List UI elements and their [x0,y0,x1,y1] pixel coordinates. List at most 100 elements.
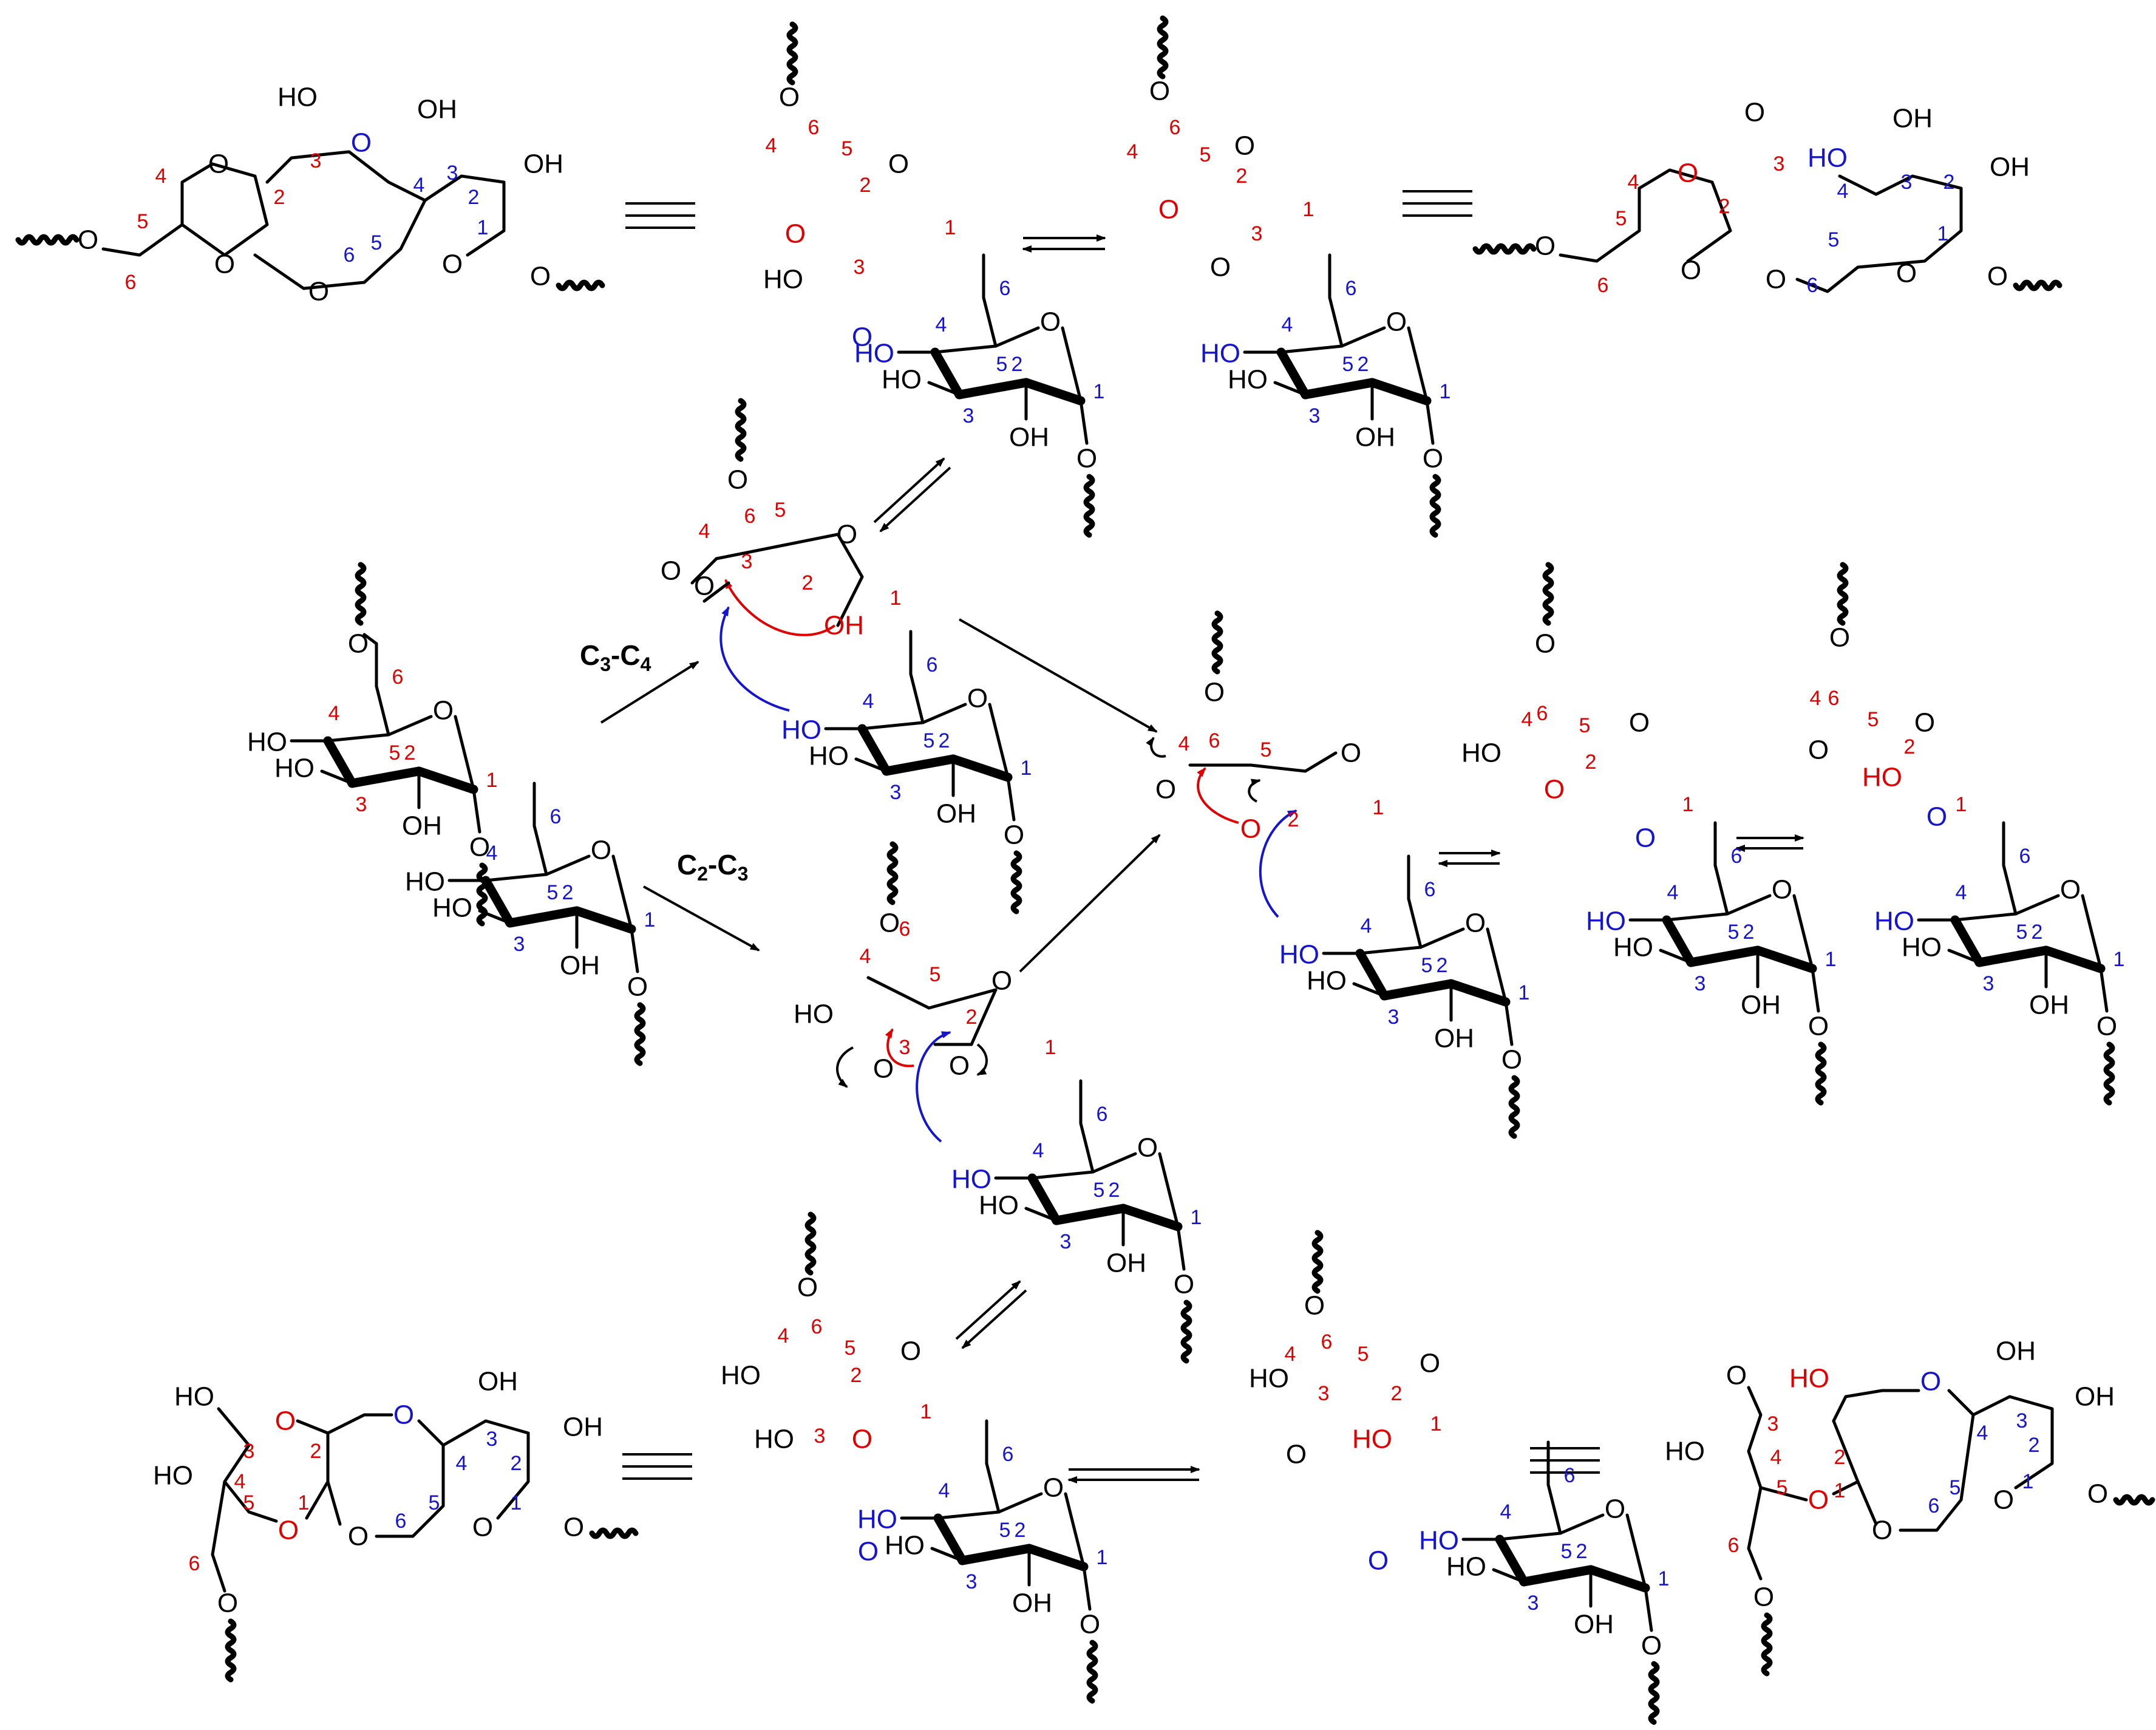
bond [1659,948,1693,964]
carbon-locant: 6 [1807,274,1818,297]
carbon-locant: 5 [1358,1343,1369,1366]
bond [417,1419,530,1520]
polymer-chain-wave [2013,279,2062,291]
carbon-locant: 5 [389,741,401,765]
bond [1504,1000,1514,1046]
bond [1355,948,1389,1001]
bond [1328,296,1344,348]
hydroxyl: HO [882,365,922,395]
carbon-locant: 6 [1345,277,1357,300]
polymer-chain-wave [2103,1041,2115,1106]
carbon-locant: 5 [2016,921,2028,944]
bond [326,733,390,743]
carbon-locant: 2 [1391,1382,1403,1405]
equilibrium-bottom [1067,1466,1200,1483]
glycosidic-oxygen: O [1535,629,1556,659]
carbon-locant: 4 [699,520,710,543]
carbon-locant: 2 [939,729,950,752]
hydroxyl: HO [763,265,803,295]
ring-oxygen: O [1920,1367,1941,1397]
hydroxyl: HO [721,1361,761,1391]
bond [1947,948,1981,964]
carbon-locant: 6 [392,666,404,689]
hydroxyl: OH [478,1367,518,1397]
carbon-locant: 4 [766,134,777,157]
carbon-locant: 5 [1616,207,1627,230]
glycosidic-oxygen: O [2087,1479,2108,1509]
carbon-locant: 4 [1977,1422,1988,1445]
glycosidic-oxygen: O [1080,1610,1100,1640]
bond [1079,399,1089,445]
hydroxyl: OH [1574,1610,1614,1640]
carbon-locant: 2 [310,1440,322,1463]
aldehyde-oxygen: O [873,1054,894,1084]
polymer-chain-wave [1508,1075,1520,1139]
bond [866,976,998,1046]
bond [1027,1173,1061,1225]
hydroxyl: HO [1352,1425,1392,1454]
bond [375,1443,445,1538]
electron-push-arrows [719,579,1297,1143]
carbon-locant: 2 [468,186,480,209]
ring-oxygen: O [1766,265,1786,295]
carbon-locant: 1 [1825,948,1837,971]
polymer-chain-wave [476,862,488,927]
carbon-locant: 3 [899,1036,911,1059]
carbon-locant: 4 [1628,171,1639,194]
bond [997,1492,1043,1514]
glycosidic-oxygen: O [348,629,369,659]
bond [323,736,357,788]
hydroxyl: OH [523,149,563,179]
carbon-locant: 2 [562,881,574,904]
bond [690,557,718,585]
polymer-chain-wave [1837,562,1849,626]
carbon-locant: 2 [404,741,416,765]
carbon-locant: 2 [1834,1446,1846,1469]
carbon-locant: 1 [1682,793,1694,816]
carbon-locant: 5 [845,1337,856,1360]
bond [1425,399,1435,445]
carbon-locant: 1 [298,1491,310,1514]
ring-oxygen: O [1043,1473,1064,1503]
carbon-locant: 3 [486,1428,498,1451]
polymer-chain-wave [1311,1230,1324,1294]
bond [1665,912,1729,922]
bond [1188,751,1338,773]
carbon-locant: 4 [456,1452,468,1475]
bond [933,1513,967,1565]
ring-oxygen: O [1926,802,1947,832]
hydroxyl: HO [1586,907,1626,936]
bond [1586,1565,1650,1593]
hydroxyl: OH [1012,1589,1052,1618]
carbon-locant: 6 [927,653,938,676]
polymer-chain-wave [1157,15,1169,80]
hydroxyl: HO [857,1505,897,1534]
ring-oxygen: O [393,1400,414,1430]
bond [954,378,1031,400]
carbon-locant: 1 [477,216,489,239]
bond [1713,863,1729,916]
carbon-locant: 1 [1956,793,1967,816]
carbon-locant: 1 [1430,1412,1442,1435]
carbon-locant: 6 [1828,687,1840,710]
bond [985,1462,1001,1514]
carbon-locant: 4 [234,1470,246,1493]
hydroxyl: HO [432,893,472,923]
ring-oxygen: O [852,1425,872,1454]
glycosidic-oxygen: O [1753,1582,1774,1612]
hydroxyl: HO [854,339,894,369]
bond [1747,1486,1763,1581]
glycosidic-oxygen: O [1535,231,1556,261]
hydroxyl: HO [1902,933,1942,962]
carbon-locant: 6 [808,116,820,139]
hydroxyl: OH [1990,152,2030,182]
carbon-locant: 2 [1943,171,1955,194]
bond [1082,1565,1092,1611]
polymer-chain-wave [735,398,747,462]
carbon-locant: 6 [899,918,911,941]
carbon-locant: 3 [514,933,525,956]
